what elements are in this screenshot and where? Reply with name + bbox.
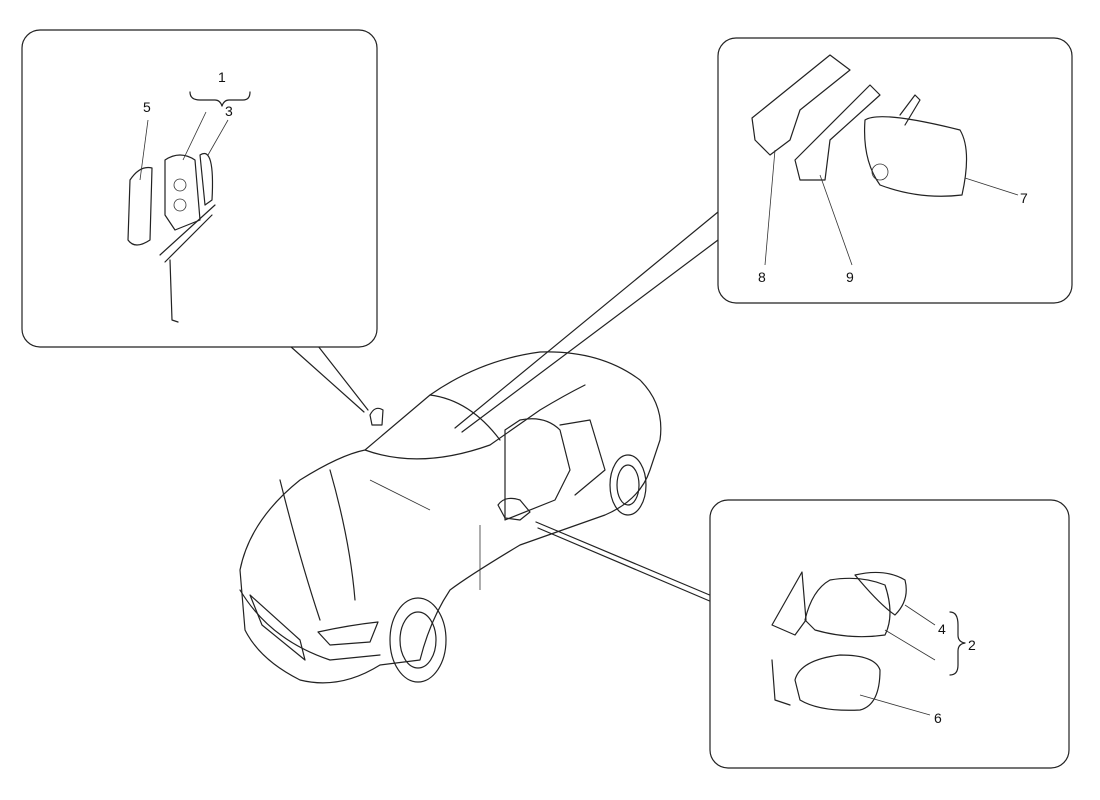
car-illustration xyxy=(239,351,662,684)
callout-label-7: 7 xyxy=(1020,190,1028,206)
callout-label-8: 8 xyxy=(758,269,766,285)
callout-label-6: 6 xyxy=(934,710,942,726)
callout-label-5: 5 xyxy=(143,99,151,115)
callout-label-9: 9 xyxy=(846,269,854,285)
callout-label-3: 3 xyxy=(225,103,233,119)
car-left-mirror xyxy=(369,407,384,426)
callout-box-right-mirror xyxy=(709,499,1070,769)
callout-box-left-mirror xyxy=(21,29,378,348)
leader-lines xyxy=(289,211,719,603)
callout-label-1: 1 xyxy=(218,69,226,85)
callout-box-interior-mirror xyxy=(717,37,1073,304)
car-side-mirror xyxy=(497,497,531,521)
callout-label-4: 4 xyxy=(938,621,946,637)
callout-label-2: 2 xyxy=(968,637,976,653)
